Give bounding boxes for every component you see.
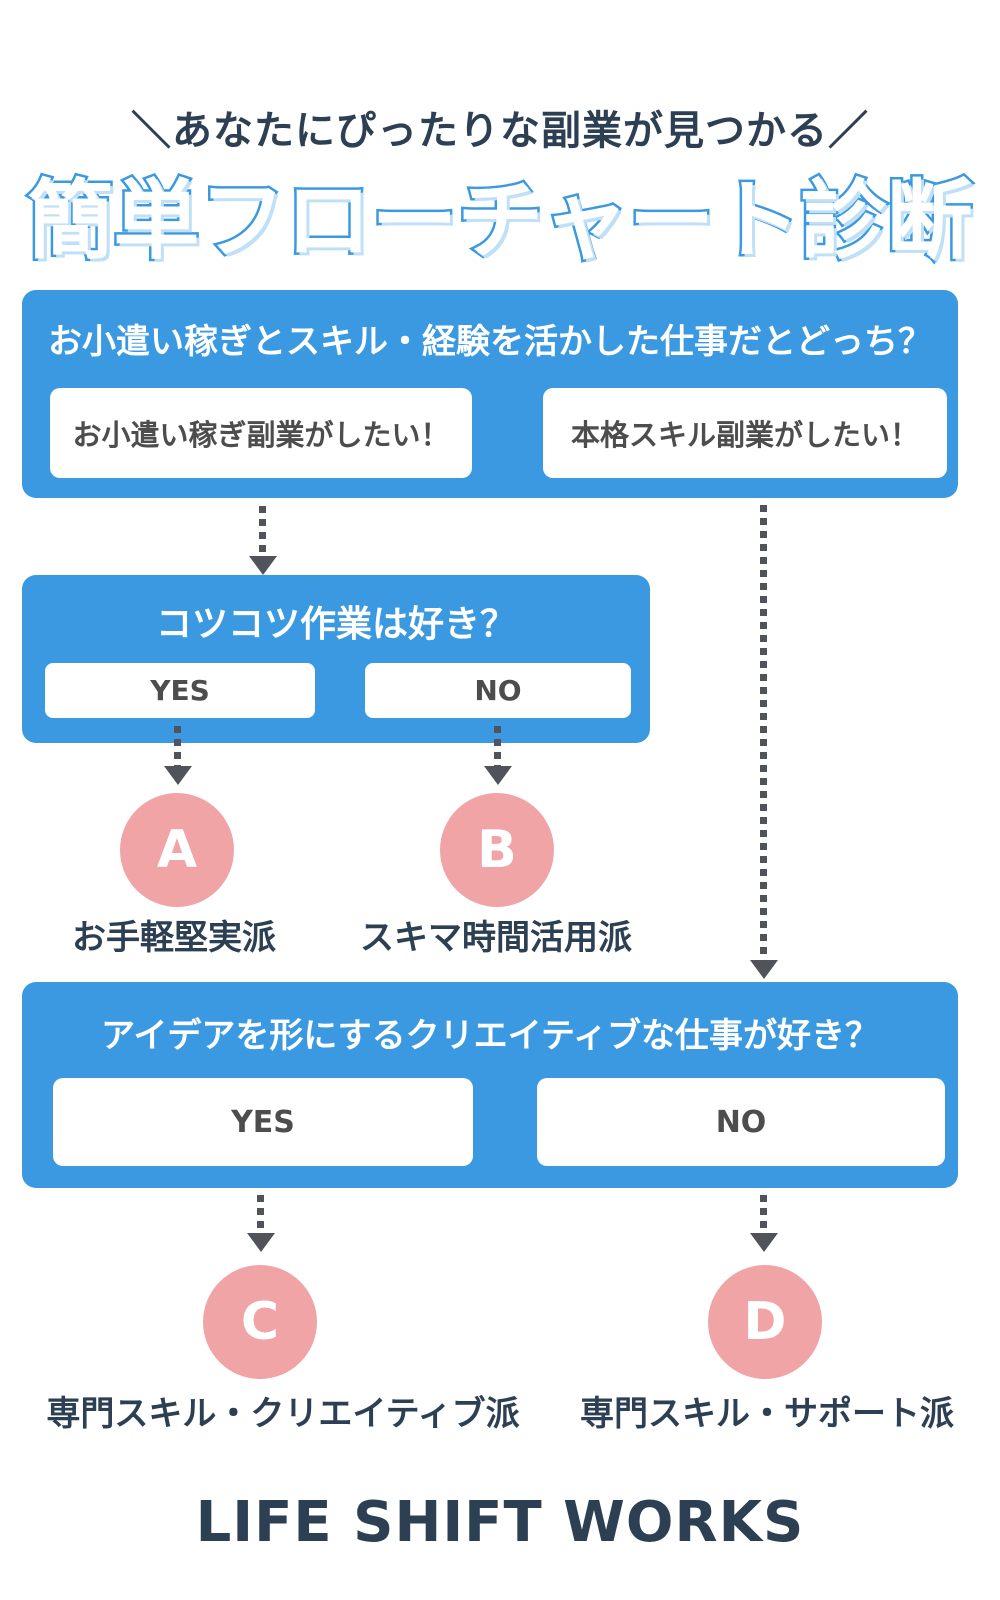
dotted-arrow-q3-to-c: [257, 1195, 264, 1233]
arrowhead-q2-to-b-icon: [484, 766, 512, 785]
question-3-text: アイデアを形にするクリエイティブな仕事が好き？: [101, 1016, 879, 1056]
arrowhead-q1-to-q2-icon: [249, 556, 277, 575]
option-q2-yes: YES: [45, 663, 315, 718]
arrowhead-q1-to-q3-icon: [750, 960, 778, 979]
option-q1-pro-skill: 本格スキル副業がしたい！: [543, 388, 947, 478]
option-q3-no: NO: [537, 1078, 945, 1166]
arrowhead-q3-to-d-icon: [750, 1233, 778, 1252]
dotted-arrow-q1-to-q3: [760, 505, 767, 960]
result-circle-a: A: [120, 793, 234, 907]
page-title: 簡単フローチャート診断: [25, 169, 975, 274]
arrowhead-q3-to-c-icon: [247, 1233, 275, 1252]
result-letter-a: A: [156, 820, 198, 880]
result-letter-b: B: [477, 820, 517, 880]
result-label-b: スキマ時間活用派: [360, 918, 632, 958]
question-panel-3: アイデアを形にするクリエイティブな仕事が好き？ YES NO: [22, 982, 958, 1188]
dotted-arrow-q1-to-q2: [259, 506, 266, 556]
question-panel-2: コツコツ作業は好き？ YES NO: [22, 575, 650, 743]
option-q2-no: NO: [365, 663, 631, 718]
result-circle-b: B: [440, 793, 554, 907]
dotted-arrow-q2-to-a: [174, 726, 181, 766]
tagline: ＼あなたにぴったりな副業が見つかる／: [131, 108, 869, 154]
dotted-arrow-q3-to-d: [760, 1195, 767, 1233]
dotted-arrow-q2-to-b: [494, 726, 501, 766]
result-letter-c: C: [240, 1292, 280, 1352]
option-q3-yes: YES: [53, 1078, 473, 1166]
option-q1-pocket-money: お小遣い稼ぎ副業がしたい！: [50, 388, 472, 478]
result-label-c: 専門スキル・クリエイティブ派: [46, 1394, 520, 1434]
arrowhead-q2-to-a-icon: [164, 766, 192, 785]
result-label-d: 専門スキル・サポート派: [580, 1394, 954, 1434]
result-circle-c: C: [203, 1265, 317, 1379]
question-panel-1: お小遣い稼ぎとスキル・経験を活かした仕事だとどっち？ お小遣い稼ぎ副業がしたい！…: [22, 290, 958, 498]
brand-footer: LIFE SHIFT WORKS: [195, 1490, 805, 1555]
question-1-text: お小遣い稼ぎとスキル・経験を活かした仕事だとどっち？: [48, 322, 932, 362]
result-circle-d: D: [708, 1265, 822, 1379]
result-label-a: お手軽堅実派: [72, 918, 276, 958]
result-letter-d: D: [743, 1292, 787, 1352]
question-2-text: コツコツ作業は好き？: [155, 604, 516, 645]
